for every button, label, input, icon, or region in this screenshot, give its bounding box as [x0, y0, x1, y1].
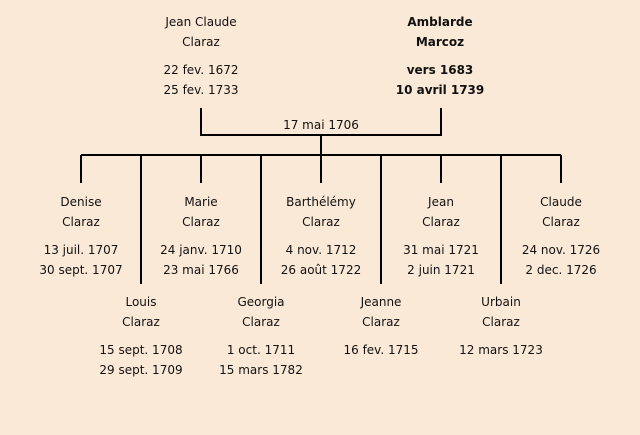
last-name: Claraz [62, 215, 100, 229]
first-name: Marie [184, 195, 218, 209]
marriage-date: 17 mai 1706 [283, 118, 359, 132]
death-date: 29 sept. 1709 [99, 363, 183, 377]
death-date: 23 mai 1766 [163, 263, 239, 277]
death-date: 30 sept. 1707 [39, 263, 123, 277]
last-name: Claraz [302, 215, 340, 229]
first-name: Jean Claude [165, 15, 237, 29]
birth-date: 22 fev. 1672 [163, 63, 239, 77]
birth-date: 12 mars 1723 [459, 343, 543, 357]
last-name: Claraz [122, 315, 160, 329]
death-date: 25 fev. 1733 [163, 83, 239, 97]
first-name: Denise [60, 195, 102, 209]
first-name: Urbain [481, 295, 521, 309]
death-date: 26 août 1722 [280, 263, 362, 277]
birth-date: 24 janv. 1710 [160, 243, 242, 257]
birth-date: 16 fev. 1715 [343, 343, 419, 357]
birth-date: 15 sept. 1708 [99, 343, 183, 357]
first-name: Barthélémy [286, 195, 356, 209]
death-date: 15 mars 1782 [219, 363, 303, 377]
first-name: Jeanne [360, 295, 402, 309]
birth-date: 4 nov. 1712 [285, 243, 357, 257]
first-name: Louis [125, 295, 157, 309]
first-name: Jean [428, 195, 454, 209]
death-date: 2 juin 1721 [407, 263, 475, 277]
last-name: Claraz [182, 35, 220, 49]
birth-date: 1 oct. 1711 [226, 343, 296, 357]
death-date: 2 dec. 1726 [525, 263, 597, 277]
first-name: Claude [540, 195, 582, 209]
last-name: Claraz [362, 315, 400, 329]
last-name: Marcoz [415, 35, 465, 49]
last-name: Claraz [182, 215, 220, 229]
birth-date: 31 mai 1721 [403, 243, 479, 257]
last-name: Claraz [242, 315, 280, 329]
birth-date: 24 nov. 1726 [521, 243, 601, 257]
last-name: Claraz [482, 315, 520, 329]
first-name: Georgia [237, 295, 285, 309]
last-name: Claraz [542, 215, 580, 229]
birth-date: vers 1683 [406, 63, 474, 77]
last-name: Claraz [422, 215, 460, 229]
first-name: Amblarde [407, 15, 473, 29]
death-date: 10 avril 1739 [395, 83, 485, 97]
birth-date: 13 juil. 1707 [43, 243, 119, 257]
